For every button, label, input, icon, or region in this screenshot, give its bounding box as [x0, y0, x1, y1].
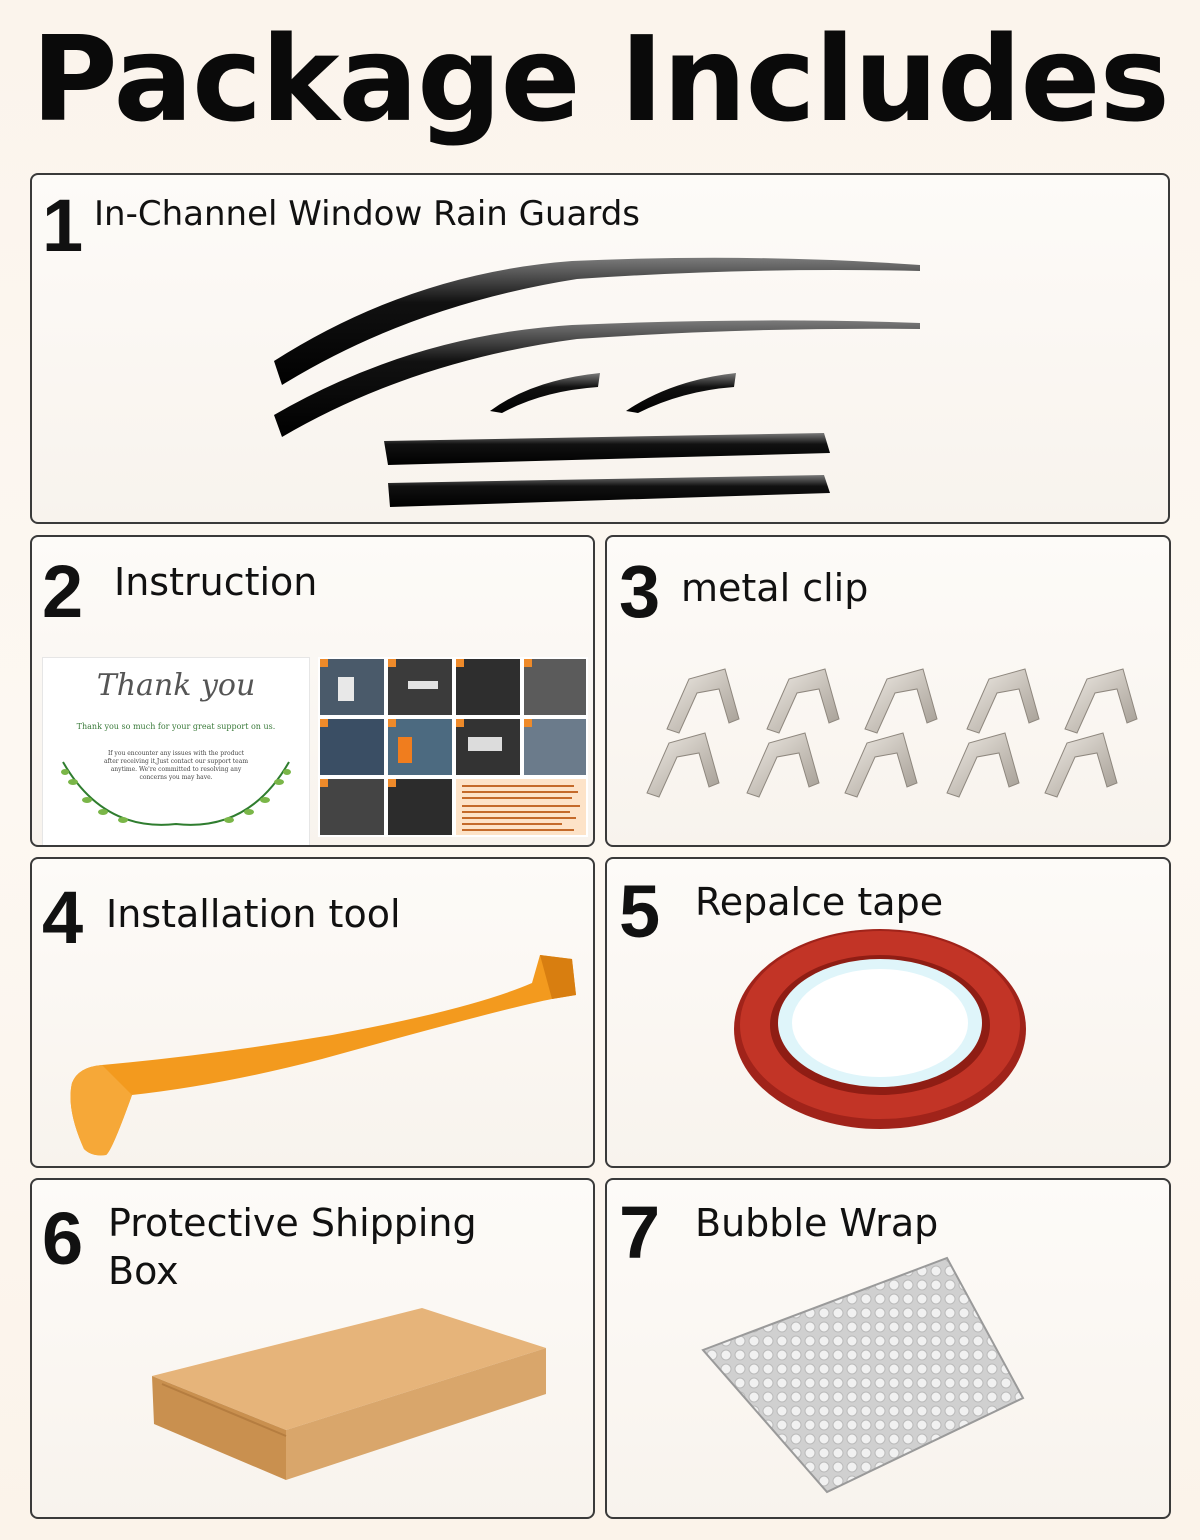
item-label: Installation tool — [106, 892, 401, 936]
page-title: Package Includes — [31, 10, 1170, 148]
item-label: metal clip — [681, 566, 869, 610]
rain-guards-image — [274, 257, 920, 507]
panel-installation-tool: 4 Installation tool — [30, 857, 595, 1168]
panel-shipping-box: 6 Protective Shipping Box — [30, 1178, 595, 1519]
vine-decoration — [61, 761, 291, 826]
item-label: Protective Shipping Box — [108, 1201, 477, 1293]
thank-you-title: Thank you — [96, 668, 256, 703]
item-number: 5 — [619, 870, 661, 953]
panel-rain-guards: 1 In-Channel Window Rain Guards — [30, 173, 1170, 524]
item-number: 4 — [42, 876, 84, 959]
item-label: Instruction — [114, 560, 318, 604]
item-number: 1 — [42, 184, 84, 267]
panel-bubble-wrap: 7 Bubble Wrap — [605, 1178, 1171, 1519]
item-number: 3 — [619, 550, 661, 633]
item-number: 6 — [42, 1197, 84, 1280]
panel-metal-clip: 3 metal clip — [605, 535, 1171, 847]
tape-roll-image — [734, 929, 1026, 1129]
panel-instruction: 2 Instruction Thank you Thank you so muc… — [30, 535, 595, 847]
metal-clips-image — [646, 668, 1138, 798]
instruction-sheet — [318, 657, 588, 837]
item-label: Repalce tape — [695, 880, 944, 924]
item-label: In-Channel Window Rain Guards — [94, 194, 641, 234]
item-number: 2 — [42, 550, 84, 633]
item-label: Bubble Wrap — [695, 1201, 939, 1245]
thank-you-body: If you encounter any issues with the pro… — [103, 750, 249, 782]
thank-you-subtitle: Thank you so much for your great support… — [76, 722, 276, 731]
shipping-box-image — [152, 1308, 546, 1480]
panel-replace-tape: 5 Repalce tape — [605, 857, 1171, 1168]
thank-you-card: Thank you Thank you so much for your gre… — [42, 657, 310, 845]
bubble-wrap-image — [701, 1256, 1025, 1494]
installation-tool-image — [70, 955, 576, 1156]
item-number: 7 — [619, 1191, 661, 1274]
